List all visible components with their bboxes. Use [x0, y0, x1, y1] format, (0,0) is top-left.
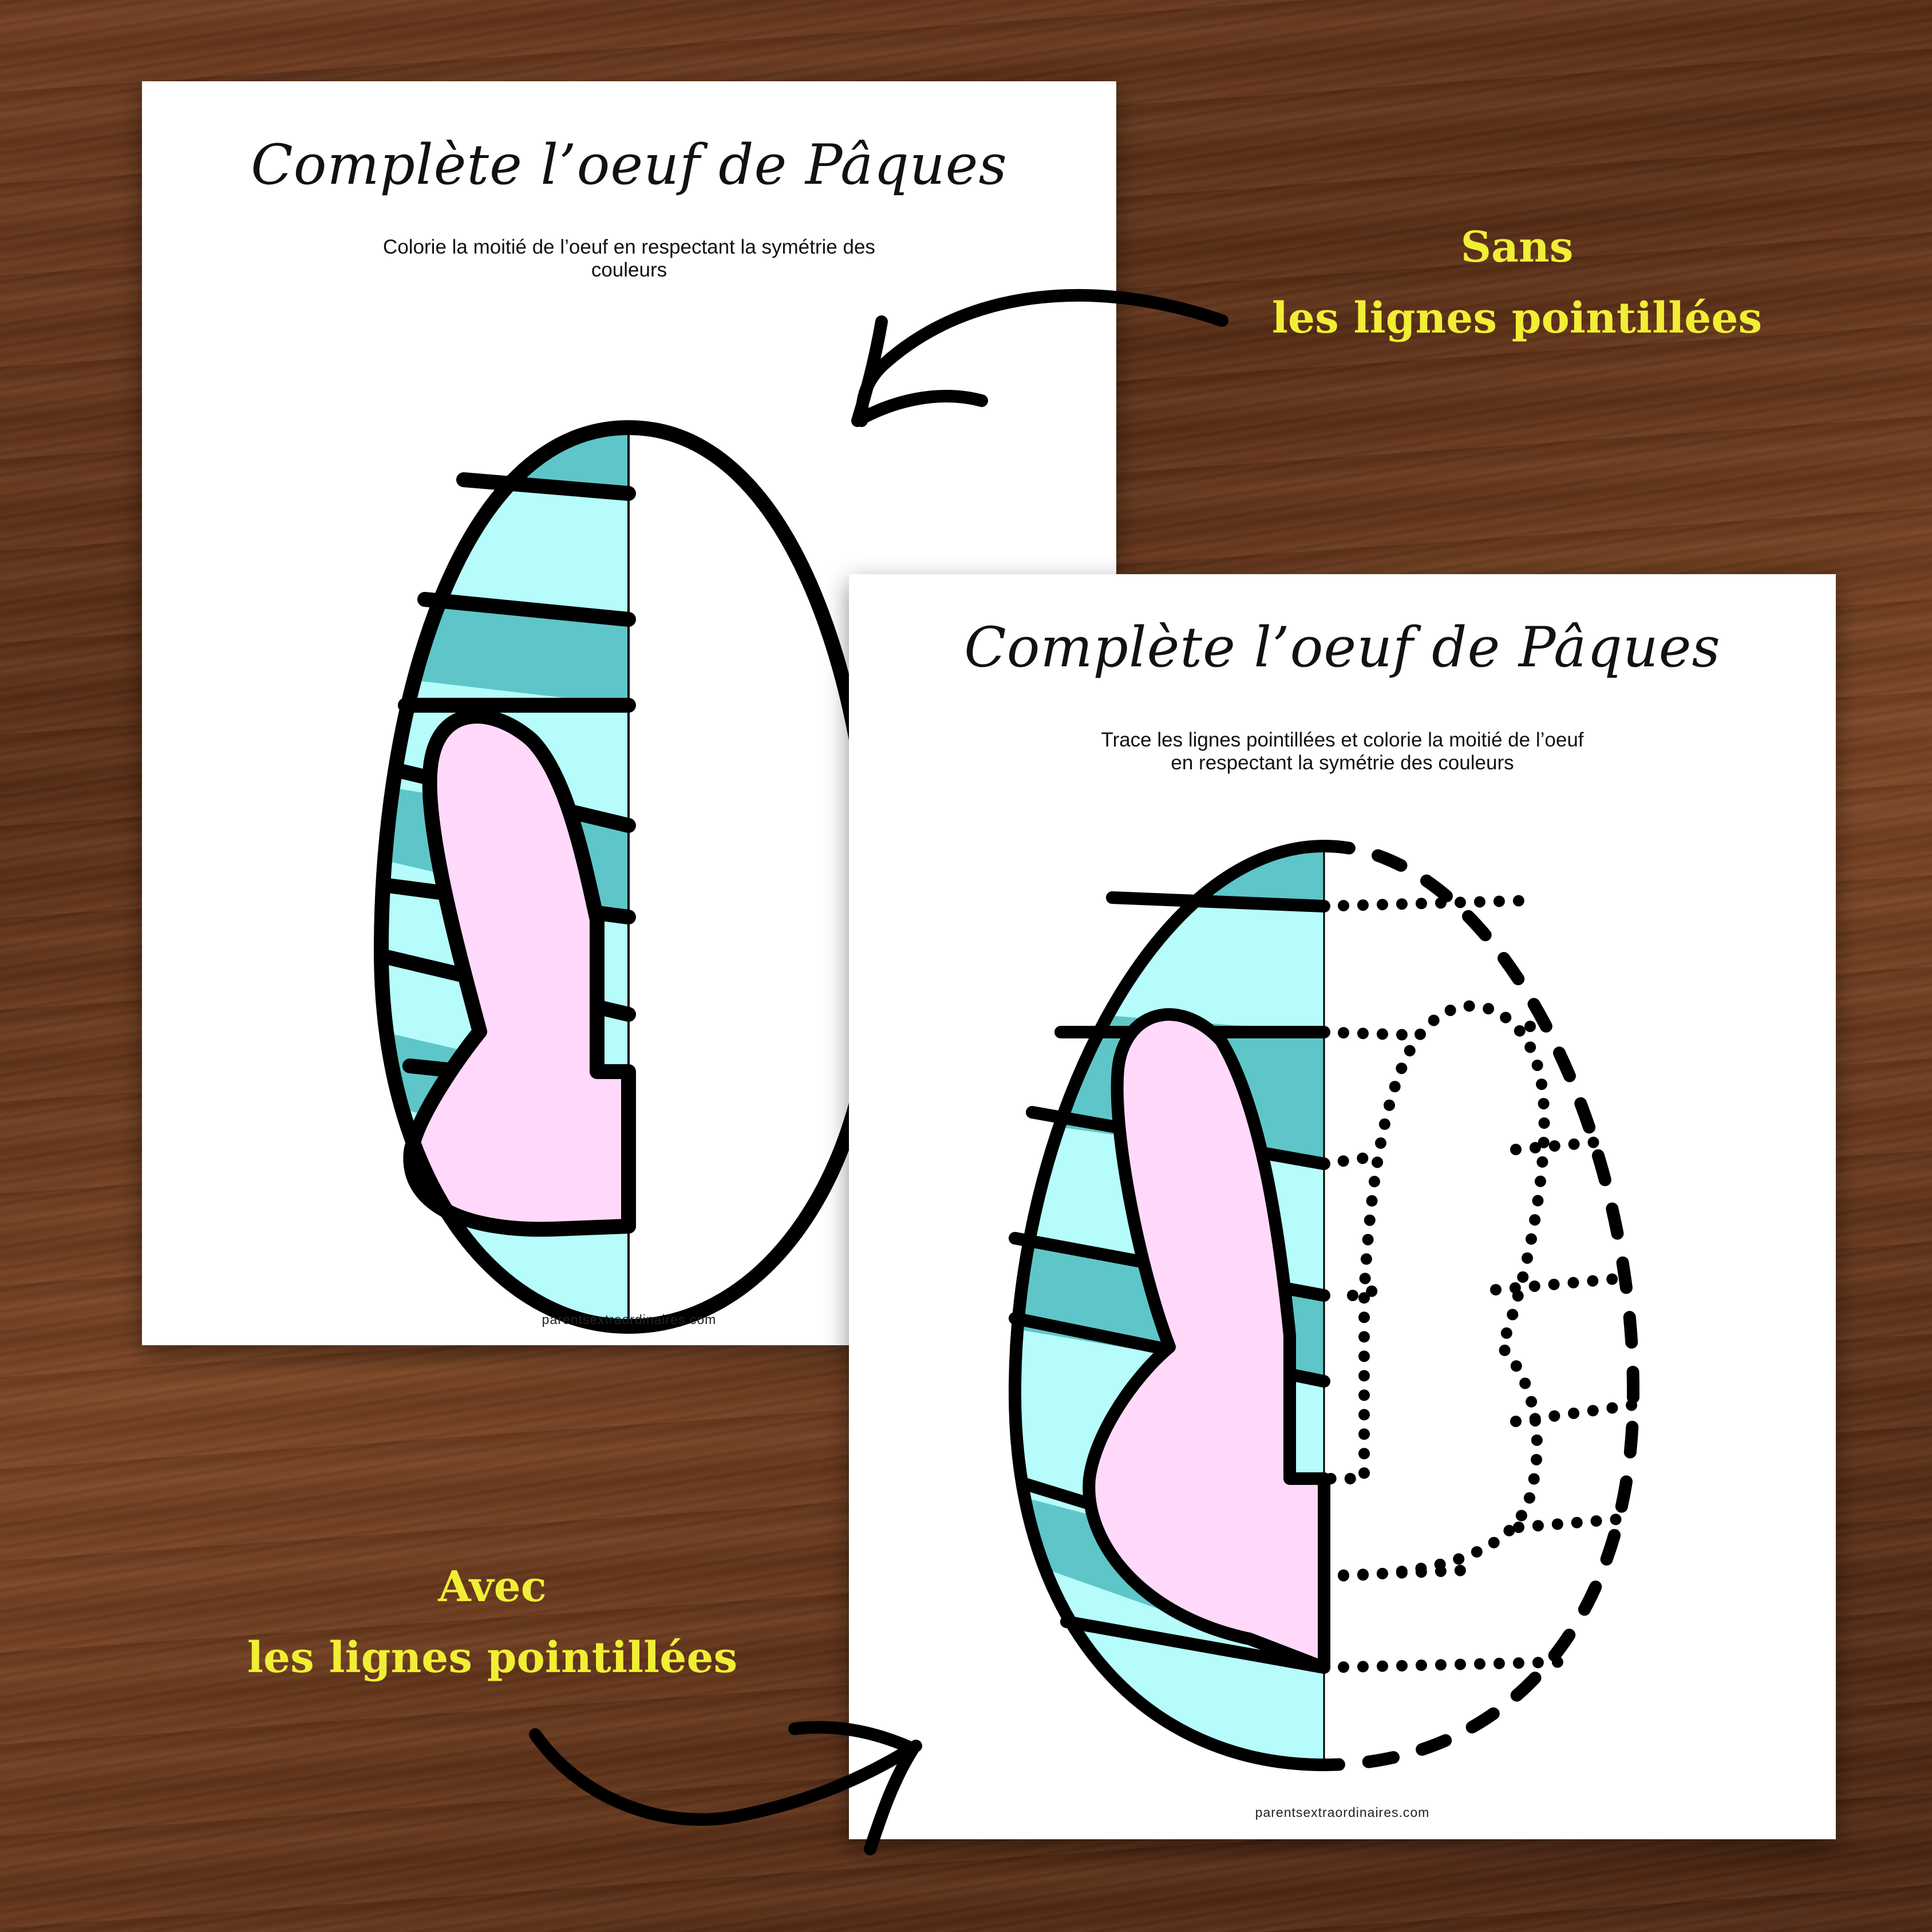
- worksheet-instructions: Trace les lignes pointillées et colorie …: [849, 729, 1836, 775]
- callout-line-1: Sans: [1460, 223, 1574, 272]
- arrow-head-bottom: [788, 1721, 919, 1855]
- instruction-line-1: Trace les lignes pointillées et colorie …: [1101, 729, 1584, 751]
- instruction-line-2: couleurs: [591, 259, 667, 281]
- callout-line-2: les lignes pointillées: [247, 1633, 738, 1682]
- callout-with-dots: Avec les lignes pointillées: [212, 1551, 773, 1693]
- instruction-line-1: Colorie la moitié de l’oeuf en respectan…: [383, 236, 875, 258]
- bunny-dotted-outline: [1318, 1000, 1550, 1582]
- callout-without-dots: Sans les lignes pointillées: [1231, 212, 1803, 354]
- callout-line-2: les lignes pointillées: [1271, 294, 1763, 343]
- egg-dashed-outline: [1318, 840, 1640, 1771]
- worksheet-title: Complète l’oeuf de Pâques: [964, 615, 1721, 679]
- callout-line-1: Avec: [438, 1562, 547, 1611]
- bunny-half: [403, 709, 636, 1237]
- worksheet-without-dots: Complète l’oeuf de Pâques Colorie la moi…: [142, 81, 1116, 1345]
- worksheet-title: Complète l’oeuf de Pâques: [251, 133, 1008, 197]
- easter-egg-dotted-tracing: [1008, 840, 1645, 1771]
- bunny-half: [1082, 1008, 1330, 1674]
- instruction-line-2: en respectant la symétrie des couleurs: [1171, 752, 1514, 774]
- egg-outline: [373, 420, 884, 1334]
- curved-arrow-bottom: [529, 1728, 922, 1826]
- egg-right-half: [629, 428, 876, 1326]
- easter-egg-half-colored: [373, 420, 884, 1334]
- worksheet-instructions: Colorie la moitié de l’oeuf en respectan…: [142, 236, 1116, 282]
- arrow-head-top: [851, 315, 988, 427]
- worksheet-footer: parentsextraordinaires.com: [542, 1312, 717, 1327]
- worksheet-with-dots: Complète l’oeuf de Pâques Trace les lign…: [849, 574, 1836, 1839]
- worksheet-footer: parentsextraordinaires.com: [1255, 1805, 1430, 1820]
